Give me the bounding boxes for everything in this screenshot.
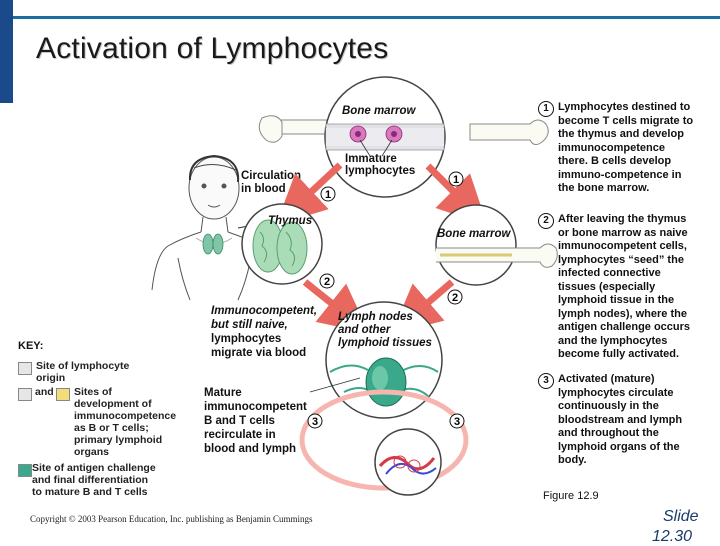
key-swatch-antigen [18,464,32,477]
badge-2-left: 2 [319,273,335,289]
title-rule [13,16,720,19]
svg-text:3: 3 [312,416,318,428]
svg-text:2: 2 [452,292,458,304]
recirculation-ring [299,389,469,491]
mature-label-3: B and T cells [204,415,275,427]
mature-label-1: Mature [204,387,242,399]
circulation-label-1: Circulation [241,170,301,182]
figure-caption: Figure 12.9 [543,490,599,502]
arrow-thymus-to-lymph [302,279,370,334]
immunocompetent-label-4: migrate via blood [211,347,306,359]
copyright-notice: Copyright © 2003 Pearson Education, Inc.… [30,514,313,524]
slide-title: Activation of Lymphocytes [36,32,389,65]
key-and-text: and [35,386,54,398]
badge-1-right: 1 [448,171,464,187]
immature-label-2: lymphocytes [345,165,415,177]
blood-vessel-circle [374,428,442,496]
svg-text:1: 1 [325,189,331,201]
slide-label: Slide [663,508,699,525]
mature-label-4: recirculate in [204,429,276,441]
key-heading: KEY: [18,340,44,352]
bone-marrow-right-label: Bone marrow [437,228,512,240]
thymus-circle [241,203,323,285]
thymus-figure-mark [202,233,224,255]
slide-number: 12.30 [652,528,693,545]
title-accent-bar [0,0,13,103]
mature-label-2: immunocompetent [204,401,307,413]
key-swatch-origin [18,362,32,375]
step-2-number: 2 [538,213,554,229]
immature-label-1: Immature [345,153,397,165]
bone-marrow-right-circle [435,204,558,286]
badge-1-left: 1 [320,186,336,202]
human-figure [151,154,263,301]
immunocompetent-label-1: Immunocompetent, [211,305,317,317]
lymph-label-3: lymphoid tissues [338,337,432,349]
arrow-bm-to-thymus [276,162,343,225]
circulation-label-2: in blood [241,183,286,195]
badge-2-right: 2 [447,289,463,305]
bone-marrow-top-label: Bone marrow [342,105,417,117]
step-1-number: 1 [538,101,554,117]
key-swatch-primary-yellow [56,388,70,401]
svg-text:3: 3 [454,416,460,428]
immunocompetent-label-3: lymphocytes [211,333,281,345]
step-3-number: 3 [538,373,554,389]
lymph-label-2: and other [338,324,391,336]
thymus-label: Thymus [268,215,312,227]
mature-leader-line [309,377,361,393]
key-swatch-primary-gray [18,388,32,401]
svg-text:2: 2 [324,276,330,288]
badge-3-left: 3 [307,413,323,429]
lymph-label-1: Lymph nodes [338,311,413,323]
arrow-bm-to-bm [425,163,488,226]
immunocompetent-label-2: but still naive, [211,319,288,331]
badge-3-right: 3 [449,413,465,429]
mature-label-5: blood and lymph [204,443,296,455]
svg-text:1: 1 [453,174,459,186]
bone-marrow-top-circle [258,76,549,198]
